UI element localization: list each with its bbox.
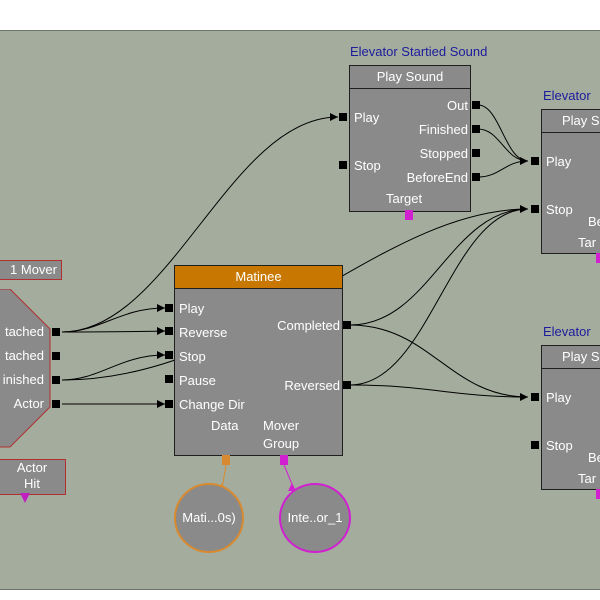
sound1-out-port-out[interactable] (472, 101, 480, 109)
sound1-out-port-stopped[interactable] (472, 149, 480, 157)
sound3-target-port[interactable] (596, 489, 600, 499)
sound1-out-port-beforeend[interactable] (472, 173, 480, 181)
sound2-partial-be: Be (588, 214, 600, 229)
wire-attached-to-reverse (61, 330, 166, 333)
sound1-var-target: Target (386, 191, 423, 206)
sound1-in-port-play[interactable] (339, 113, 347, 121)
mover-title-box[interactable]: 1 Mover (0, 260, 62, 280)
arrow-play (157, 304, 165, 312)
matinee-var-data: Data (211, 418, 239, 433)
matinee-var-mover: Mover (263, 418, 300, 433)
sound1-header: Play Sound (350, 66, 470, 89)
mover-out-1: tached (4, 348, 44, 363)
arrow-sound2-play (520, 157, 528, 165)
actor-hit-line2: Hit (24, 476, 40, 491)
matinee-data-var-port[interactable] (222, 455, 230, 465)
sound1-out-port-finished[interactable] (472, 125, 480, 133)
wire-finished-to-stop (61, 354, 166, 381)
matinee-in-stop: Stop (179, 349, 206, 364)
matinee-out-completed: Completed (277, 318, 340, 333)
actor-hit-box[interactable]: Actor Hit (0, 459, 66, 495)
matinee-in-port-stop[interactable] (165, 351, 173, 359)
sound3-in-stop: Stop (546, 438, 573, 453)
mover-out-0: tached (4, 324, 44, 339)
matinee-in-changedir: Change Dir (179, 397, 245, 412)
arrow-stop (157, 351, 165, 359)
sound2-header: Play S (542, 110, 600, 133)
matinee-header: Matinee (175, 266, 342, 289)
sound3-partial-target: Tar (578, 471, 597, 486)
arrow-sound1-play (330, 113, 338, 121)
mover-out-3: Actor (13, 396, 44, 411)
sound3-in-play: Play (546, 390, 572, 405)
sound3-node[interactable]: Play S Play Stop Be Tar (541, 345, 600, 490)
interp-group-variable-label: Inte..or_1 (287, 510, 343, 525)
sound1-out-beforeend: BeforeEnd (406, 170, 468, 185)
arrow-sound3-play (520, 393, 528, 401)
matinee-data-variable[interactable]: Mati...0s) (174, 483, 244, 553)
matinee-out-port-reversed[interactable] (343, 381, 351, 389)
wire-attached-to-play (61, 307, 166, 333)
wire-reversed-to-sound2-stop (349, 208, 529, 386)
matinee-in-reverse: Reverse (179, 325, 228, 340)
wire-reversed-to-sound3-play (349, 384, 529, 398)
sound2-target-port[interactable] (596, 253, 600, 263)
sound3-in-port-play[interactable] (531, 393, 539, 401)
sound2-in-play: Play (546, 154, 572, 169)
kismet-canvas[interactable]: 1 Mover tached tached inished Actor Acto… (0, 30, 600, 590)
mover-hex-body[interactable] (0, 289, 66, 449)
sound2-partial-target: Tar (578, 235, 597, 250)
sound1-title: Elevator Startied Sound (350, 44, 488, 59)
sound2-in-port-play[interactable] (531, 157, 539, 165)
mover-out-port-1[interactable] (52, 352, 60, 360)
wire-completed-to-sound2-stop (349, 208, 529, 326)
wire-attached-to-sound-play (61, 116, 339, 333)
arrow-sound2-stop (520, 205, 528, 213)
sound2-node[interactable]: Play S Play Stop Be Tar (541, 109, 600, 254)
matinee-node[interactable]: Matinee Play Reverse Stop Pause Change D… (174, 265, 343, 456)
sound1-target-port[interactable] (405, 210, 413, 220)
sound1-out-out: Out (447, 98, 468, 113)
arrow-changedir (157, 400, 165, 408)
sound3-title: Elevator (543, 324, 591, 339)
sound2-in-port-stop[interactable] (531, 205, 539, 213)
matinee-in-port-play[interactable] (165, 304, 173, 312)
matinee-out-port-completed[interactable] (343, 321, 351, 329)
sound1-out-stopped: Stopped (419, 146, 468, 161)
sound1-in-stop: Stop (354, 158, 381, 173)
mover-out-port-2[interactable] (52, 376, 60, 384)
sound3-partial-be: Be (588, 450, 600, 465)
sound1-out-finished: Finished (418, 122, 468, 137)
matinee-in-pause: Pause (179, 373, 216, 388)
arrow-reverse (157, 327, 165, 335)
mover-out-2: inished (2, 372, 44, 387)
sound3-header: Play S (542, 346, 600, 369)
actor-hit-var-arrow[interactable] (20, 493, 32, 505)
matinee-out-reversed: Reversed (284, 378, 340, 393)
matinee-in-port-changedir[interactable] (165, 400, 173, 408)
mover-title: 1 Mover (10, 262, 57, 277)
matinee-in-port-pause[interactable] (165, 375, 173, 383)
interp-group-variable[interactable]: Inte..or_1 (279, 483, 351, 553)
matinee-in-port-reverse[interactable] (165, 327, 173, 335)
sound2-in-stop: Stop (546, 202, 573, 217)
matinee-in-play: Play (179, 301, 205, 316)
wire-completed-to-sound3-play (349, 324, 529, 398)
matinee-group-var-port[interactable] (280, 455, 288, 465)
sound2-title: Elevator (543, 88, 591, 103)
actor-hit-line1: Actor (16, 460, 48, 475)
sound1-node[interactable]: Play Sound Play Stop Out Finished Stoppe… (349, 65, 471, 212)
matinee-data-variable-label: Mati...0s) (182, 510, 236, 525)
mover-out-port-3[interactable] (52, 400, 60, 408)
sound1-in-play: Play (354, 110, 380, 125)
sound1-in-port-stop[interactable] (339, 161, 347, 169)
matinee-var-group: Group (263, 436, 300, 451)
sound3-in-port-stop[interactable] (531, 441, 539, 449)
wire-out-to-sound2-play (477, 104, 529, 162)
mover-out-port-0[interactable] (52, 328, 60, 336)
